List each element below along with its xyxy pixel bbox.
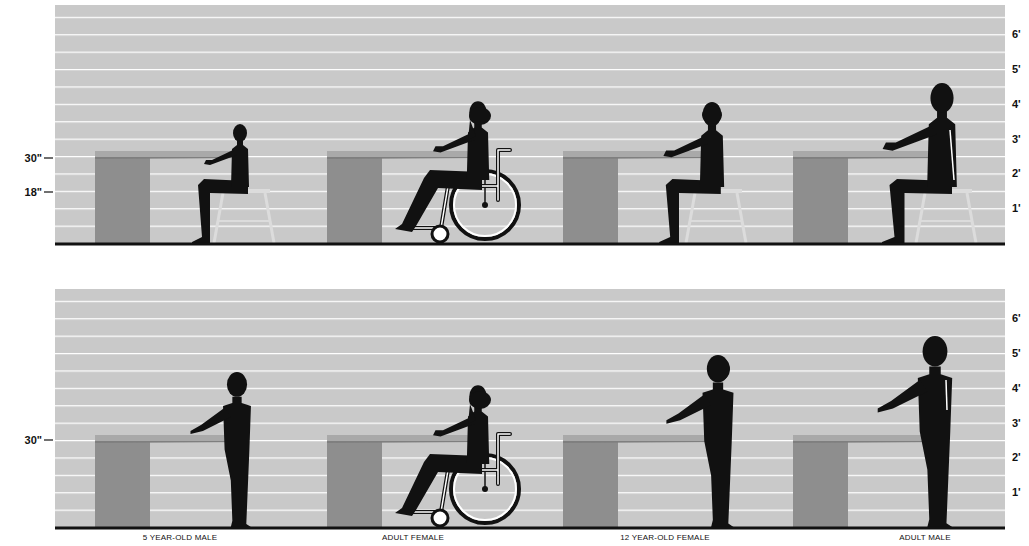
scale-foot: 3': [1012, 418, 1021, 429]
scale-foot: 4': [1012, 99, 1021, 110]
scale-foot: 5': [1012, 64, 1021, 75]
scale-foot: 5': [1012, 348, 1021, 359]
height-mark: 18": [25, 187, 42, 198]
figure-caption: 12 YEAR-OLD FEMALE: [620, 534, 710, 542]
scale-foot: 6': [1012, 29, 1021, 40]
height-mark: 30": [25, 153, 42, 164]
scale-foot: 4': [1012, 383, 1021, 394]
scale-foot: 2': [1012, 452, 1021, 463]
figure-caption: ADULT MALE: [899, 534, 951, 542]
figure-caption: 5 YEAR-OLD MALE: [143, 534, 217, 542]
figure-caption: ADULT FEMALE: [382, 534, 444, 542]
scale-foot: 2': [1012, 168, 1021, 179]
scale-foot: 3': [1012, 134, 1021, 145]
height-mark: 30": [25, 435, 42, 446]
scale-foot: 6': [1012, 313, 1021, 324]
scale-foot: 1': [1012, 203, 1021, 214]
scale-foot: 1': [1012, 487, 1021, 498]
